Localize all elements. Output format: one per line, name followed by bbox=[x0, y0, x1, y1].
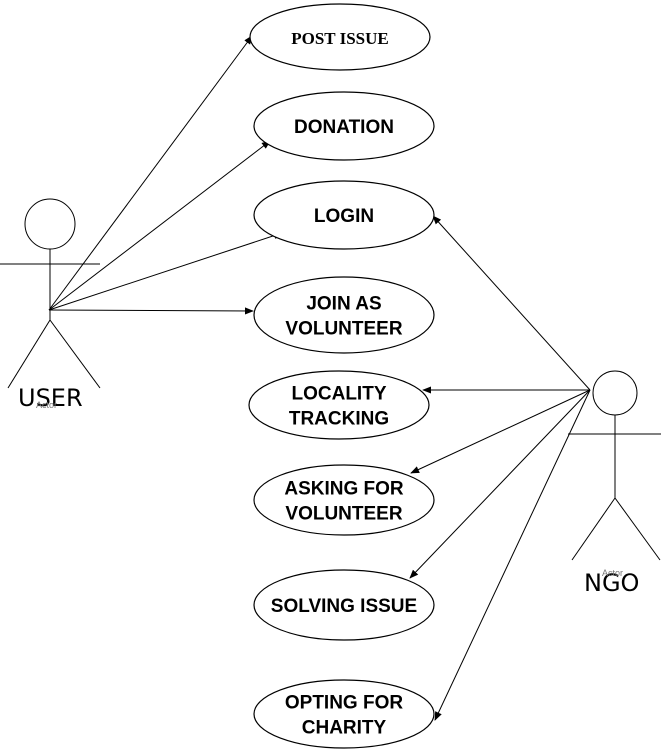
actor-user-right-leg bbox=[49, 319, 101, 389]
use-case-ellipse bbox=[253, 464, 435, 536]
use-case-donation[interactable]: DONATION bbox=[253, 91, 435, 161]
use-case-label: LOGIN bbox=[314, 206, 374, 227]
use-case-join-as-volunteer[interactable]: JOIN AS VOLUNTEER bbox=[253, 276, 435, 354]
actor-user-name: USER bbox=[18, 384, 83, 412]
use-case-label: JOIN AS bbox=[306, 294, 381, 315]
use-case-locality-tracking[interactable]: LOCALITY TRACKING bbox=[248, 370, 430, 440]
use-case-ellipse bbox=[248, 370, 430, 440]
association-ngo-asking-for-volunteer bbox=[410, 389, 591, 474]
actor-ngo[interactable]: NGO Actor bbox=[568, 370, 661, 597]
associations bbox=[48, 35, 591, 721]
use-case-ellipse bbox=[253, 569, 435, 641]
use-case-solving-issue[interactable]: SOLVING ISSUE bbox=[253, 569, 435, 641]
use-case-label: LOCALITY bbox=[292, 384, 387, 405]
association-user-join-as-volunteer bbox=[48, 307, 254, 315]
use-case-post-issue[interactable]: POST ISSUE bbox=[249, 3, 431, 71]
use-case-login[interactable]: LOGIN bbox=[253, 180, 435, 250]
actor-user-tag: Actor bbox=[36, 400, 57, 410]
actor-user-left-leg bbox=[7, 319, 51, 389]
use-case-ellipse bbox=[253, 276, 435, 354]
use-case-ellipse bbox=[253, 91, 435, 161]
use-case-label: ASKING FOR bbox=[284, 479, 404, 500]
use-case-label: VOLUNTEER bbox=[285, 504, 402, 525]
association-ngo-solving-issue bbox=[409, 389, 591, 579]
actor-user-head bbox=[24, 198, 76, 250]
use-case-label: CHARITY bbox=[302, 718, 387, 739]
association-ngo-login bbox=[432, 215, 591, 391]
use-case-label: VOLUNTEER bbox=[285, 319, 402, 340]
actor-ngo-left-leg bbox=[571, 497, 616, 561]
actor-ngo-right-leg bbox=[614, 497, 661, 561]
actor-ngo-head bbox=[592, 370, 638, 416]
association-ngo-opting-for-charity bbox=[434, 389, 591, 721]
use-case-ellipse bbox=[249, 3, 431, 71]
association-user-login bbox=[48, 232, 283, 311]
use-case-label: DONATION bbox=[294, 117, 394, 138]
use-case-label: OPTING FOR bbox=[285, 693, 404, 714]
use-case-label: POST ISSUE bbox=[291, 29, 388, 48]
actor-ngo-name: NGO bbox=[584, 569, 639, 597]
association-user-post-issue bbox=[48, 35, 253, 311]
actor-ngo-tag: Actor bbox=[602, 568, 623, 578]
association-user-donation bbox=[48, 140, 271, 311]
use-cases: POST ISSUE DONATION LOGIN JOIN AS VOLUNTEER L… bbox=[248, 3, 435, 749]
use-case-asking-for-volunteer[interactable]: ASKING FOR VOLUNTEER bbox=[253, 464, 435, 536]
use-case-ellipse bbox=[253, 180, 435, 250]
use-case-label: TRACKING bbox=[289, 409, 389, 430]
use-case-opting-for-charity[interactable]: OPTING FOR CHARITY bbox=[253, 679, 435, 749]
use-case-label: SOLVING ISSUE bbox=[271, 596, 417, 617]
use-case-ellipse bbox=[253, 679, 435, 749]
actor-user[interactable]: USER Actor bbox=[0, 198, 101, 412]
